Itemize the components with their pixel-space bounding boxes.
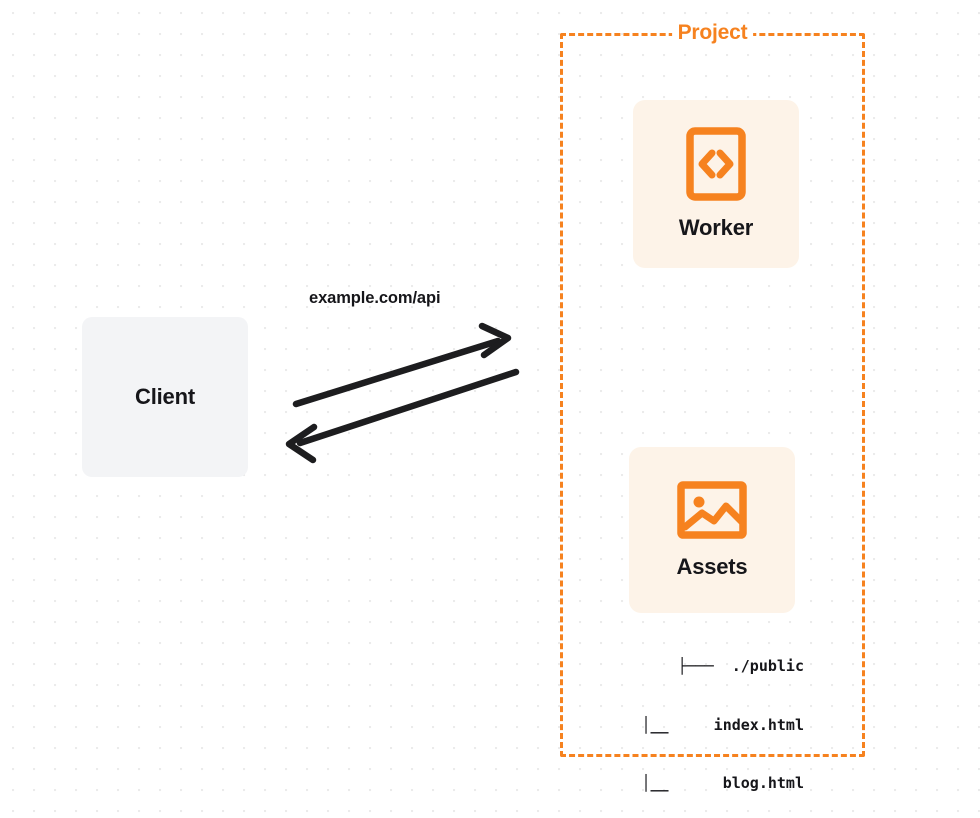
worker-node-label: Worker: [678, 215, 754, 240]
project-title: Project: [671, 21, 754, 45]
assets-node-label: Assets: [676, 554, 748, 579]
request-arrow-icon: [292, 322, 512, 408]
file-tree-row: ├─── ./public: [677, 657, 804, 675]
file-tree-row: │__ blog.html: [641, 774, 804, 792]
code-brackets-icon: [686, 127, 746, 201]
file-tree-row: │__ index.html: [641, 715, 804, 734]
image-picture-icon: [677, 480, 747, 540]
client-node-label: Client: [135, 384, 195, 409]
connector-label: example.com/api: [309, 289, 441, 307]
client-node[interactable]: Client: [82, 317, 248, 477]
assets-file-tree: ├─── ./public │__ index.html │__ blog.ht…: [604, 618, 804, 818]
worker-node[interactable]: Worker: [633, 100, 799, 268]
project-boundary: Project: [560, 21, 865, 757]
response-arrow-icon: [285, 368, 520, 464]
assets-node[interactable]: Assets: [629, 447, 795, 613]
